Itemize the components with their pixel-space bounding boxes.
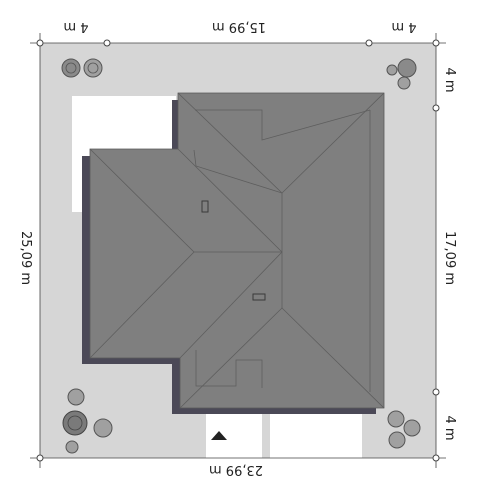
- entrance-arrow-icon: [211, 431, 227, 440]
- dimension-top-center: 15,99 m: [212, 19, 266, 34]
- tree-icon: [386, 58, 417, 90]
- driveway-divider: [262, 414, 270, 458]
- roof-lines: [89, 92, 385, 409]
- dimension-ticks: [36, 39, 440, 462]
- tree-icon: [62, 388, 113, 454]
- dimension-bottom-center: 23,99 m: [209, 462, 263, 477]
- driveway-right: [268, 414, 362, 458]
- dimension-right-upper: 4 m: [442, 67, 457, 92]
- dimension-right-middle: 17,09 m: [442, 231, 457, 285]
- tree-icon: [387, 410, 421, 449]
- dimension-left-middle: 25,09 m: [18, 231, 33, 285]
- skylight: [252, 293, 266, 301]
- dimension-right-lower: 4 m: [442, 415, 457, 440]
- dimension-top-left: 4 m: [63, 19, 88, 34]
- dimension-top-right: 4 m: [391, 19, 416, 34]
- chimney: [201, 200, 209, 213]
- tree-icon: [61, 58, 103, 78]
